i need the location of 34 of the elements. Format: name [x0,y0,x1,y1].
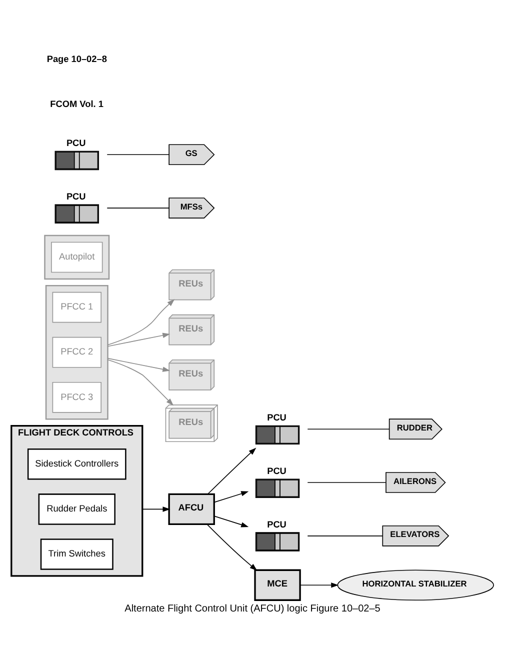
node-box: Autopilot [51,242,103,273]
connector [307,428,390,430]
arrow [300,582,339,588]
node-label: PCU [66,138,86,148]
arrow [107,359,174,406]
connector [106,154,170,156]
arrow [142,506,170,512]
node-label: PCU [267,519,286,530]
node-label: PCU [66,192,86,202]
node-label: PCU [267,466,286,476]
arrow [214,491,249,503]
node-box: PFCC 3 [52,382,102,413]
node-box: PFCC 1 [52,292,102,323]
node-ellipse: HORIZONTAL STABILIZER [337,570,494,601]
cluster [45,285,108,420]
arrow [207,448,256,495]
node-box: AFCU [168,493,215,526]
label: FCOM Vol. 1 [50,98,104,109]
arrow [107,332,170,347]
arrow [214,516,249,528]
arrow [206,524,258,571]
arrow [107,358,170,372]
node-box: PFCC 2 [52,336,102,368]
cluster [44,234,110,280]
connector [307,535,383,536]
node-box: Sidestick Controllers [27,448,126,480]
node-label: PCU [267,412,286,423]
caption: Alternate Flight Control Unit (AFCU) logic Figure 10–02–5 [124,603,380,614]
node-box: MCE [254,569,301,601]
label: Page 10–02–8 [46,54,107,64]
arrow [107,299,175,346]
node-box: Trim Switches [40,538,114,570]
node-box: Rudder Pedals [38,494,116,525]
connector [307,482,386,483]
